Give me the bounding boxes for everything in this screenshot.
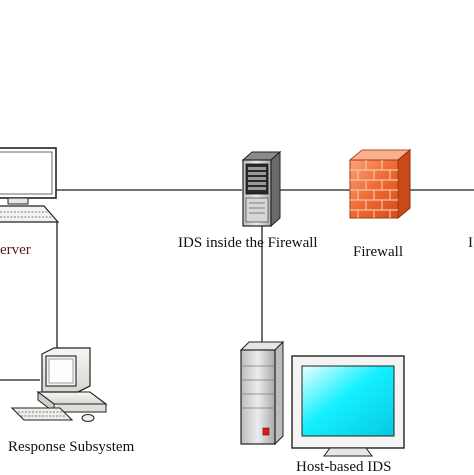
monitor-icon	[291, 355, 405, 457]
brick-wall-icon	[348, 148, 412, 220]
firewall-label: Firewall	[353, 244, 403, 260]
server-tower-icon	[241, 150, 282, 228]
power-light-icon	[262, 427, 270, 436]
server-tower-icon	[239, 340, 285, 446]
host-based-ids-label: Host-based IDS	[296, 459, 392, 475]
crt-computer-icon	[10, 347, 108, 422]
ids-inside-firewall-label: IDS inside the Firewall	[178, 235, 318, 251]
right-edge-label: I	[468, 235, 473, 251]
network-links	[0, 189, 474, 381]
server-label: erver	[0, 242, 31, 258]
desktop-computer-icon	[0, 147, 60, 223]
response-subsystem-label: Response Subsystem	[8, 439, 135, 455]
